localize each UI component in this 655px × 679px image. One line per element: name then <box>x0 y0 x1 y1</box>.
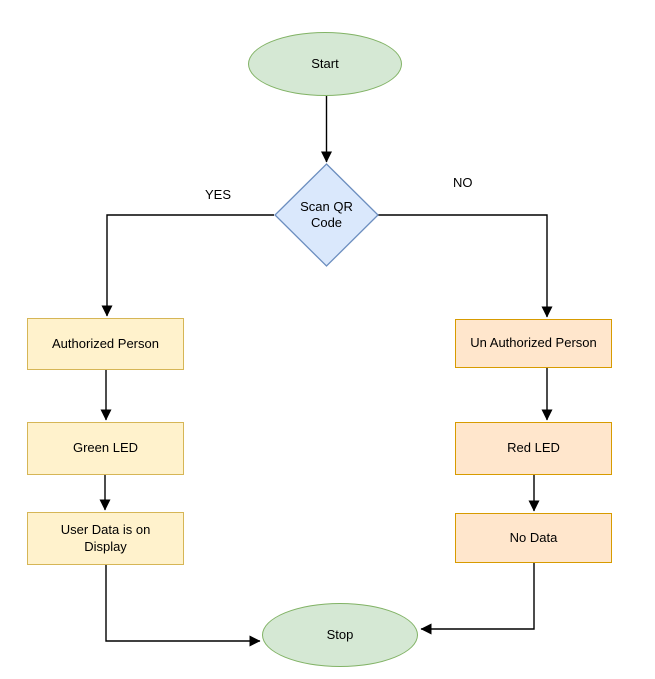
red-led-label: Red LED <box>507 440 560 456</box>
edge-no-data-to-stop <box>420 563 535 635</box>
no-data-node: No Data <box>455 513 612 563</box>
decision-node: Scan QR Code <box>276 189 377 241</box>
no-data-label: No Data <box>509 529 558 545</box>
decision-node-label: Scan QR Code <box>300 198 353 230</box>
stop-node-label: Stop <box>326 626 354 642</box>
stop-node: Stop <box>262 603 418 667</box>
green-led-label: Green LED <box>72 440 139 456</box>
start-node-label: Start <box>311 55 339 71</box>
user-data-label: User Data is on Display <box>60 522 151 554</box>
decision-diamond-shape <box>274 163 379 267</box>
user-data-node: User Data is on Display <box>27 512 184 565</box>
no-edge-label: NO <box>453 175 473 190</box>
red-led-node: Red LED <box>455 422 612 475</box>
yes-edge-label: YES <box>205 187 232 202</box>
authorized-person-node: Authorized Person <box>27 318 184 370</box>
unauthorized-person-label: Un Authorized Person <box>470 335 597 351</box>
edge-decision-to-unauthorized <box>378 214 553 318</box>
start-node: Start <box>248 32 402 96</box>
authorized-person-label: Authorized Person <box>52 335 159 351</box>
green-led-node: Green LED <box>27 422 184 475</box>
edge-decision-to-authorized <box>101 214 274 317</box>
unauthorized-person-node: Un Authorized Person <box>455 319 612 368</box>
edge-user-data-to-stop <box>105 565 261 647</box>
